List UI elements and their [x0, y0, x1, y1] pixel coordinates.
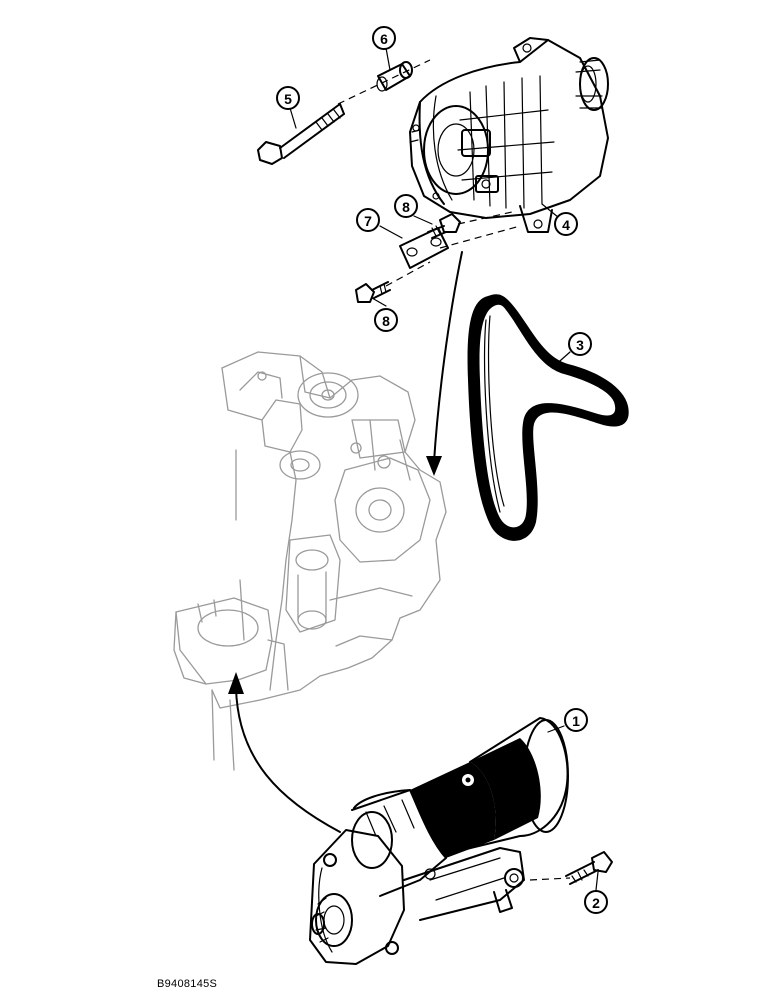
callout-8-lower-label: 8 — [382, 313, 390, 329]
alternator-install-arrow — [426, 251, 463, 476]
callout-3: 3 — [568, 332, 592, 356]
callout-7-label: 7 — [364, 213, 372, 229]
callout-7: 7 — [356, 208, 380, 232]
callout-3-label: 3 — [576, 337, 584, 353]
alternator — [409, 37, 609, 233]
alternator-pivot-bolt — [257, 103, 345, 165]
callout-2-label: 2 — [592, 895, 600, 911]
starter-mount-outline — [173, 597, 289, 771]
callout-4-label: 4 — [562, 217, 570, 233]
callout-5: 5 — [276, 86, 300, 110]
callout-1: 1 — [564, 708, 588, 732]
engine-block-outline — [211, 351, 447, 709]
callout-8-upper: 8 — [394, 194, 418, 218]
callout-5-label: 5 — [284, 91, 292, 107]
assembly-lines — [337, 59, 571, 881]
callout-8-upper-label: 8 — [402, 199, 410, 215]
starter-install-arrow — [228, 672, 341, 833]
link-bolt-upper — [427, 213, 461, 239]
spacer-bushing — [376, 61, 413, 92]
starter-motor — [309, 717, 569, 965]
link-plate — [399, 227, 449, 269]
figure-code: B9408145S — [157, 978, 218, 990]
callout-4: 4 — [554, 212, 578, 236]
callout-2: 2 — [584, 890, 608, 914]
starter-bolt — [565, 851, 613, 885]
callout-8-lower: 8 — [374, 308, 398, 332]
callout-1-label: 1 — [572, 713, 580, 729]
drive-belt — [467, 294, 629, 541]
callout-6-label: 6 — [380, 31, 388, 47]
callout-6: 6 — [372, 26, 396, 50]
link-bolt-lower — [355, 281, 391, 303]
callout-leaders — [289, 47, 599, 891]
